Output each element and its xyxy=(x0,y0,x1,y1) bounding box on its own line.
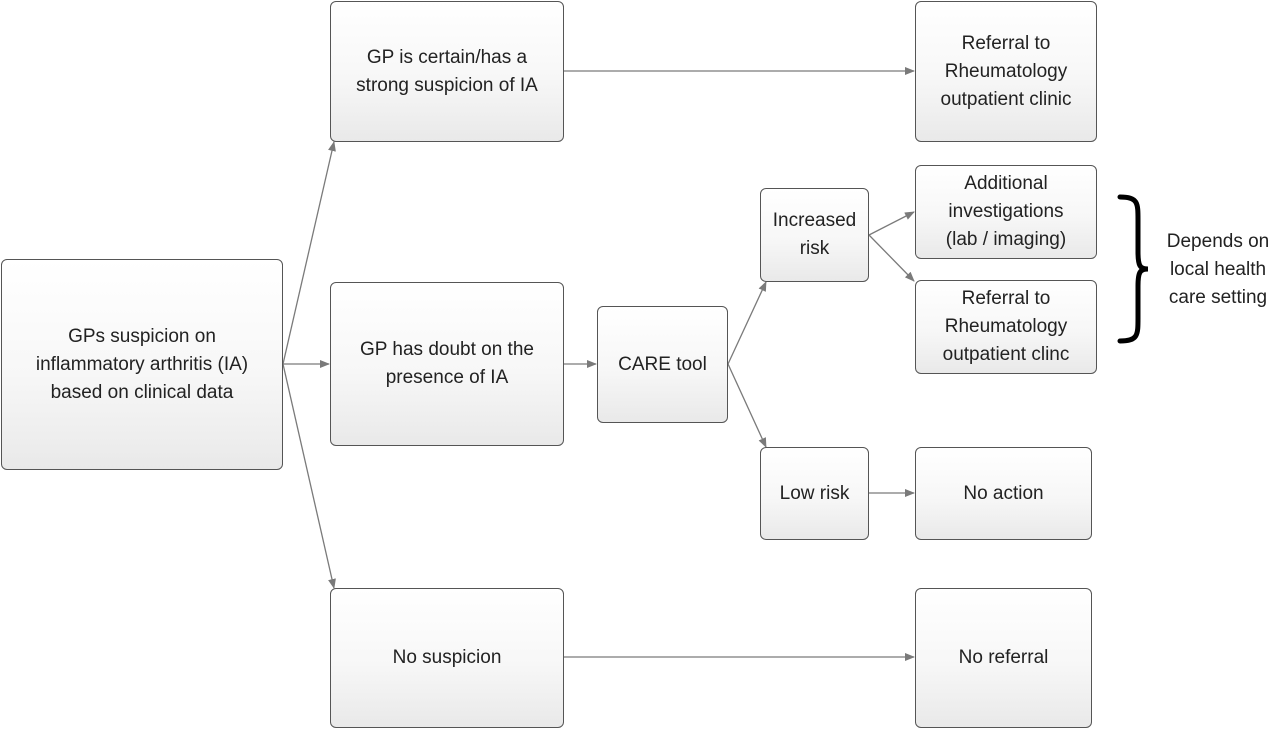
arrow-increased-to-additional xyxy=(868,211,915,236)
node-low-risk-label: Low risk xyxy=(779,482,850,504)
node-gp-doubt-label: GP has doubt on the presence of IA xyxy=(360,339,534,388)
node-no-referral: No referral xyxy=(915,588,1092,728)
node-care-tool-label: CARE tool xyxy=(618,353,707,375)
curly-brace xyxy=(1117,194,1149,344)
arrow-care-to-low xyxy=(727,363,767,448)
arrow-increased-to-referral xyxy=(868,234,915,282)
node-increased-risk-label: Increased risk xyxy=(772,210,857,259)
node-referral-clinc: Referral to Rheumatology outpatient clin… xyxy=(915,280,1097,374)
side-note-local-setting: Depends on local health care setting xyxy=(1166,231,1270,308)
node-no-suspicion: No suspicion xyxy=(330,588,564,728)
arrow-care-to-increased xyxy=(727,281,767,365)
arrow-start-to-certain xyxy=(282,141,336,365)
node-gp-certain: GP is certain/has a strong suspicion of … xyxy=(330,1,564,142)
node-gp-doubt: GP has doubt on the presence of IA xyxy=(330,282,564,446)
node-referral-clinc-label: Referral to Rheumatology outpatient clin… xyxy=(942,288,1070,365)
node-additional-investigations-label: Additional investigations (lab / imaging… xyxy=(945,173,1067,250)
node-no-action: No action xyxy=(915,447,1092,540)
node-referral-clinic: Referral to Rheumatology outpatient clin… xyxy=(915,1,1097,142)
node-additional-investigations: Additional investigations (lab / imaging… xyxy=(915,165,1097,259)
node-no-action-label: No action xyxy=(963,482,1044,504)
node-gp-suspicion-label: GPs suspicion on inflammatory arthritis … xyxy=(35,325,249,403)
node-no-referral-label: No referral xyxy=(958,647,1049,668)
arrow-start-to-none xyxy=(282,363,336,589)
node-gp-suspicion: GPs suspicion on inflammatory arthritis … xyxy=(1,259,283,470)
node-gp-certain-label: GP is certain/has a strong suspicion of … xyxy=(356,46,538,96)
node-care-tool: CARE tool xyxy=(597,306,728,423)
node-no-suspicion-label: No suspicion xyxy=(392,647,502,668)
node-referral-clinic-label: Referral to Rheumatology outpatient clin… xyxy=(940,32,1072,110)
node-low-risk: Low risk xyxy=(760,447,869,540)
node-increased-risk: Increased risk xyxy=(760,188,869,282)
